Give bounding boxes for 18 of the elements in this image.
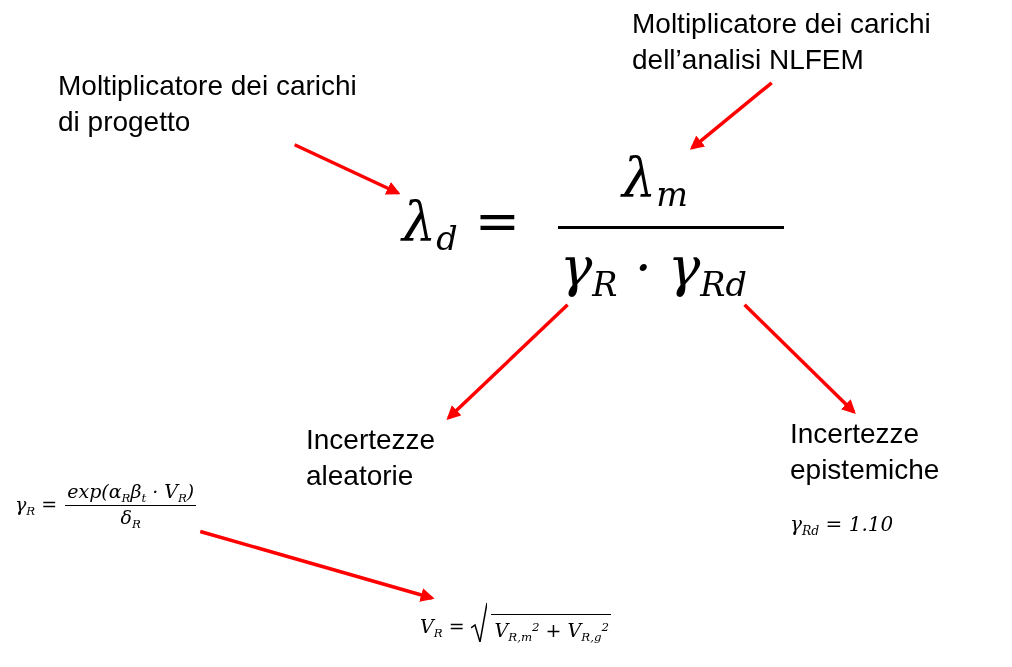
numerator: exp(α$_{R}$β$_{t}$ · V$_{R}$) [65, 480, 197, 506]
arrow [689, 81, 773, 150]
annotation-text: Incertezze aleatorie [306, 424, 436, 492]
denominator: δ$_{R}$ [120, 505, 141, 528]
arrow [293, 143, 401, 195]
formula-term: γ$_{Rd}$ [668, 236, 747, 299]
formula-term: λ$_{m}$ [622, 146, 688, 209]
arrow [446, 303, 569, 420]
annotation-text: Moltiplicatore dei carichi dell’analisi NLFEM [632, 8, 931, 76]
formula-term: V$_{R}$ = [420, 615, 465, 638]
arrow [199, 529, 435, 602]
formula-term: γ$_{R}$ · [560, 236, 652, 299]
arrow [743, 303, 856, 414]
formula-term: λ$_{d}$ = [402, 190, 521, 253]
formula: γ$_{Rd}$ = 1.10 [790, 512, 894, 536]
annotation-text: Moltiplicatore dei carichi di progetto [58, 70, 357, 138]
formula-term: γ$_{R}$ = [15, 492, 58, 515]
annotation-text: Incertezze epistemiche [790, 418, 940, 486]
